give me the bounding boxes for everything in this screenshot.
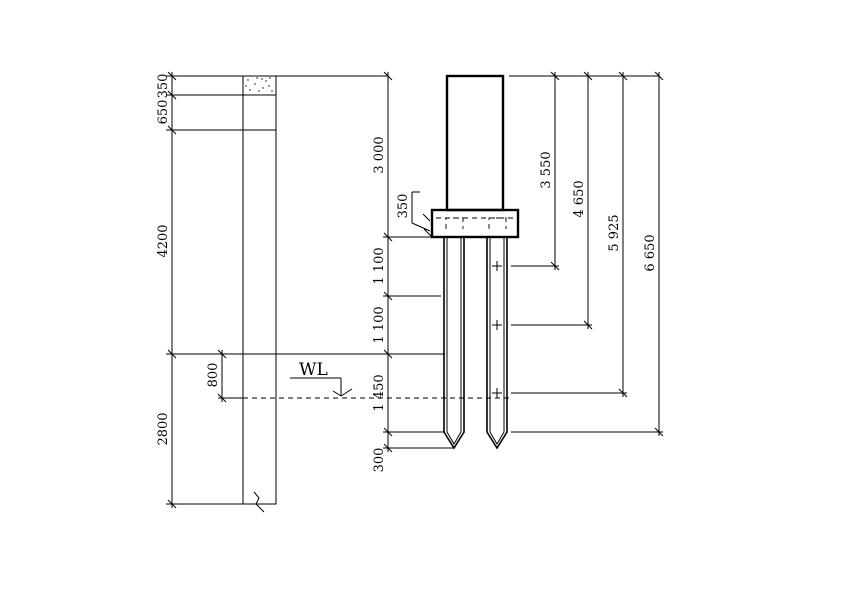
soil-break-symbol [253, 491, 265, 513]
pile-dimension-line [383, 71, 454, 453]
topsoil-dots [245, 77, 273, 92]
dim-cumulative-5925: 5 925 [607, 214, 622, 251]
dim-cap-350: 350 [396, 194, 411, 219]
dim-cumulative-3550: 3 550 [539, 151, 554, 188]
dim-soil-650: 650 [156, 100, 171, 125]
water-depth-dimension [217, 349, 243, 403]
dim-cumulative-6650: 6 650 [643, 234, 658, 271]
soil-column [242, 75, 277, 513]
soil-layer-dense-hatch [242, 94, 277, 131]
soil-layer-wide-hatch [242, 129, 277, 355]
pile-cap-embed-marks [436, 217, 514, 229]
dim-soil-2800: 2800 [156, 412, 171, 445]
pile-cap [430, 208, 520, 239]
dim-pile-tip-300: 300 [372, 448, 387, 473]
cumulative-dimensions [509, 71, 664, 437]
soil-dimension-line [166, 71, 243, 509]
dim-pile-1100-b: 1 100 [372, 306, 387, 343]
cap-dimension [411, 191, 432, 237]
pile-markers [492, 261, 502, 398]
dim-water-depth-800: 800 [206, 363, 221, 388]
dim-soil-350: 350 [156, 74, 171, 99]
dim-column-3000: 3 000 [372, 136, 387, 173]
water-level [243, 377, 512, 399]
dim-pile-1100-a: 1 100 [372, 247, 387, 284]
pile-structure [430, 74, 520, 450]
dim-cumulative-4650: 4 650 [572, 180, 587, 217]
soil-layer-topsoil [242, 75, 277, 96]
dim-pile-1450: 1 450 [372, 374, 387, 411]
water-level-label: WL [299, 360, 328, 380]
column [445, 74, 505, 212]
soil-layer-horizontal-hatch [242, 353, 277, 505]
dim-soil-4200: 4200 [156, 224, 171, 257]
